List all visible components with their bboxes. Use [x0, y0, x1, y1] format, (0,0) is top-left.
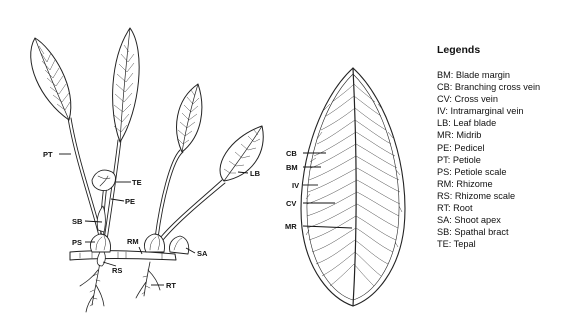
leaf-detail-outline — [301, 68, 405, 306]
label-pt: PT — [43, 150, 53, 159]
legend-panel: Legends BM: Blade margin CB: Branching c… — [437, 44, 562, 250]
legend-item: RS: Rhizome scale — [437, 190, 562, 202]
plant-leader-lines — [59, 154, 248, 285]
legend-item: MR: Midrib — [437, 129, 562, 141]
label-rt: RT — [166, 281, 176, 290]
spathal-bract — [97, 206, 105, 232]
legend-item: RM: Rhizome — [437, 178, 562, 190]
label-bm: BM — [286, 163, 298, 172]
legend-item: BM: Blade margin — [437, 69, 562, 81]
legend-item: SA: Shoot apex — [437, 214, 562, 226]
label-ps: PS — [72, 238, 82, 247]
legend-item: RT: Root — [437, 202, 562, 214]
legend-item: IV: Intramarginal vein — [437, 105, 562, 117]
label-pe: PE — [125, 197, 135, 206]
label-te: TE — [132, 178, 142, 187]
flower — [92, 170, 115, 190]
label-rm: RM — [127, 237, 139, 246]
leaf-blade-upper-left — [31, 38, 71, 120]
legend-title: Legends — [437, 44, 562, 56]
legend-item: PE: Pedicel — [437, 142, 562, 154]
label-sa: SA — [197, 249, 208, 258]
label-cv: CV — [286, 199, 296, 208]
whole-plant-drawing: PT TE PE SB PS RM RS SA RT LB — [31, 28, 264, 312]
label-rs: RS — [112, 266, 122, 275]
leaf-blade-right-upper — [177, 84, 202, 152]
label-sb: SB — [72, 217, 83, 226]
label-cb: CB — [286, 149, 297, 158]
legend-item: LB: Leaf blade — [437, 117, 562, 129]
legend-list: BM: Blade margin CB: Branching cross vei… — [437, 69, 562, 250]
label-lb: LB — [250, 169, 261, 178]
label-mr: MR — [285, 222, 297, 231]
leaf-blade-upper-center — [113, 28, 140, 142]
legend-item: PT: Petiole — [437, 154, 562, 166]
shoot-apex — [169, 236, 188, 254]
leaf-detail-drawing: CB BM IV CV MR — [285, 68, 405, 306]
legend-item: SB: Spathal bract — [437, 226, 562, 238]
legend-item: PS: Petiole scale — [437, 166, 562, 178]
legend-item: CV: Cross vein — [437, 93, 562, 105]
label-iv: IV — [292, 181, 299, 190]
legend-item: TE: Tepal — [437, 238, 562, 250]
legend-item: CB: Branching cross vein — [437, 81, 562, 93]
